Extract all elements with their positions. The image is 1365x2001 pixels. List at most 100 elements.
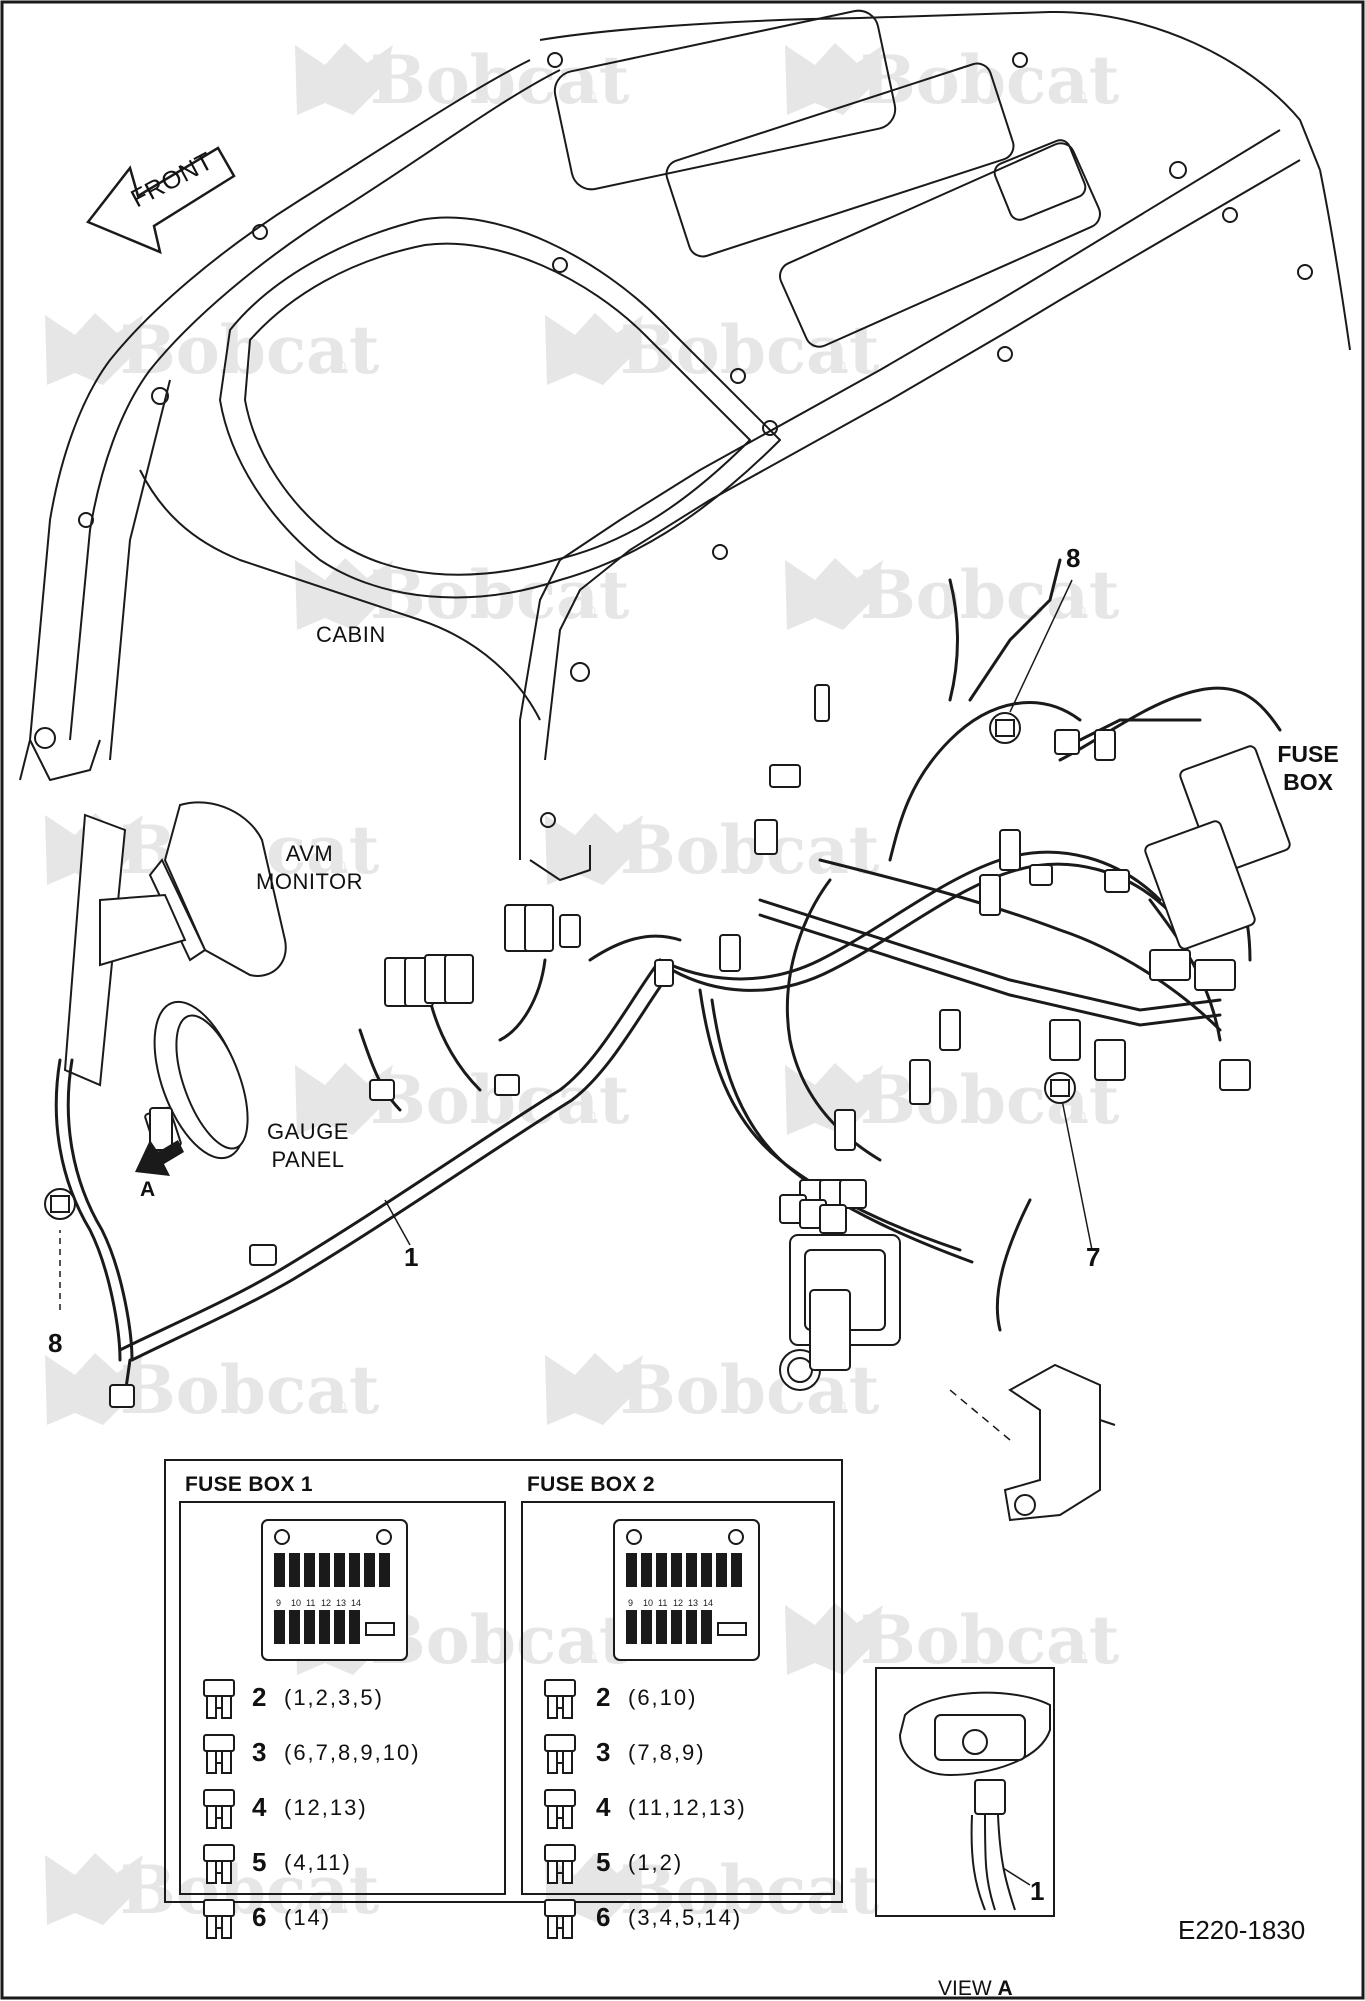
watermark-text: Bobcat: [620, 1851, 880, 1929]
fuse-rating: 6: [252, 1902, 267, 1932]
connector-block: [909, 1059, 931, 1105]
bobcat-logo-icon: [785, 1063, 883, 1135]
fuse-slot: [274, 1553, 285, 1587]
fuse-slot: [334, 1553, 345, 1587]
front-arrow-icon: [86, 146, 236, 255]
fuse-box-label-line1: FUSE: [1277, 741, 1339, 767]
watermark-text: Bobcat: [860, 556, 1120, 634]
fuse-rating: 4: [596, 1792, 611, 1822]
connector-block: [1094, 729, 1116, 761]
fuse-slot: [671, 1610, 682, 1644]
mount-hole: [728, 1529, 744, 1545]
drawing-code: E220-1830: [1178, 1915, 1306, 1945]
slot-number: 14: [703, 1598, 713, 1608]
connector-block: [999, 829, 1021, 871]
fuse-slot: [319, 1553, 330, 1587]
fuse-slot-list: (12,13): [284, 1795, 368, 1820]
slot-number: 9: [276, 1598, 281, 1608]
fuse-slot: [641, 1610, 652, 1644]
watermark: Bobcat®: [545, 311, 880, 389]
fuse-rating: 4: [252, 1792, 267, 1822]
bobcat-logo-icon: [545, 1353, 643, 1425]
leader-lines: [59, 579, 1093, 1441]
watermark-registered: ®: [1070, 87, 1088, 108]
blade-fuse-icon: [203, 1844, 235, 1884]
watermark-registered: ®: [580, 602, 598, 623]
bobcat-logo-icon: [785, 43, 883, 115]
gauge-panel-label: GAUGE PANEL: [258, 1118, 358, 1174]
watermark-registered: ®: [1070, 1647, 1088, 1668]
watermark-registered: ®: [330, 1397, 348, 1418]
watermark-text: Bobcat: [620, 811, 880, 889]
fuse-slot-list: (6,7,8,9,10): [284, 1740, 421, 1765]
mount-hole: [274, 1529, 290, 1545]
spare-fuse-holder: [365, 1622, 395, 1636]
fuse-slot: [626, 1610, 637, 1644]
fuse-slot: [701, 1553, 712, 1587]
fuse-slot-list: (1,2,3,5): [284, 1685, 384, 1710]
connector-block: [109, 1384, 135, 1408]
connector-block: [494, 1074, 520, 1096]
avm-monitor-label: AVM MONITOR: [252, 840, 367, 896]
connector-block: [979, 874, 1001, 916]
watermark: Bobcat®: [45, 1851, 380, 1929]
connector-block: [524, 904, 554, 952]
slot-number: 11: [658, 1598, 667, 1608]
blade-fuse-icon: [544, 1844, 576, 1884]
watermark: Bobcat®: [545, 811, 880, 889]
bobcat-logo-icon: [545, 313, 643, 385]
fuse-slot: [379, 1553, 390, 1587]
slot-number: 10: [291, 1598, 301, 1608]
bobcat-logo-icon: [295, 1063, 393, 1135]
connector-block: [719, 934, 741, 972]
connector-block: [369, 1079, 395, 1101]
mount-hole: [376, 1529, 392, 1545]
mount-hole: [626, 1529, 642, 1545]
watermark: Bobcat®: [295, 41, 630, 119]
connector-block: [444, 954, 474, 1004]
bobcat-logo-icon: [45, 1853, 143, 1925]
blade-fuse-icon: [544, 1899, 576, 1939]
fuse-slot: [701, 1610, 712, 1644]
fuse-slot: [641, 1553, 652, 1587]
watermark-text: Bobcat: [860, 41, 1120, 119]
fuse-rating: 2: [252, 1682, 267, 1712]
fuse-slot: [304, 1610, 315, 1644]
fuse-slot: [686, 1553, 697, 1587]
fuse-relay-cluster: [779, 1234, 901, 1391]
mounting-bracket: [1003, 1363, 1116, 1522]
watermark-registered: ®: [1070, 1107, 1088, 1128]
fuse-slot: [731, 1553, 742, 1587]
connector-block: [149, 1107, 173, 1151]
fuse-slot: [716, 1553, 727, 1587]
fuse-box-label: FUSE BOX: [1268, 740, 1348, 796]
callout-7: 7: [1086, 1242, 1101, 1272]
watermark-registered: ®: [1070, 602, 1088, 623]
connector-block: [1219, 1059, 1251, 1091]
fuse-rating: 6: [596, 1902, 611, 1932]
fuse-slot: [686, 1610, 697, 1644]
fuse-box-detail-panel: [164, 1459, 843, 1903]
bobcat-logo-icon: [295, 43, 393, 115]
slot-number: 13: [336, 1598, 346, 1608]
connector-block: [559, 914, 581, 948]
fuse-slot-list: (3,4,5,14): [628, 1905, 743, 1930]
connector-block: [1149, 949, 1191, 981]
cabin-label: CABIN: [316, 622, 386, 647]
blade-fuse-icon: [544, 1734, 576, 1774]
fuse-box-1-title: FUSE BOX 1: [185, 1473, 313, 1496]
blade-fuse-icon: [544, 1679, 576, 1719]
arrow-a-icon: [135, 1140, 184, 1176]
fuse-slot: [334, 1610, 345, 1644]
blade-fuse-icon: [203, 1899, 235, 1939]
fuse-rating: 3: [596, 1737, 611, 1767]
fuse-slot: [626, 1553, 637, 1587]
slot-number: 13: [688, 1598, 698, 1608]
fuse-slot-list: (11,12,13): [628, 1795, 747, 1820]
watermark-text: Bobcat: [860, 1601, 1120, 1679]
watermark-registered: ®: [330, 1897, 348, 1918]
watermark-registered: ®: [830, 1397, 848, 1418]
view-a-prefix: VIEW: [938, 1977, 992, 2000]
